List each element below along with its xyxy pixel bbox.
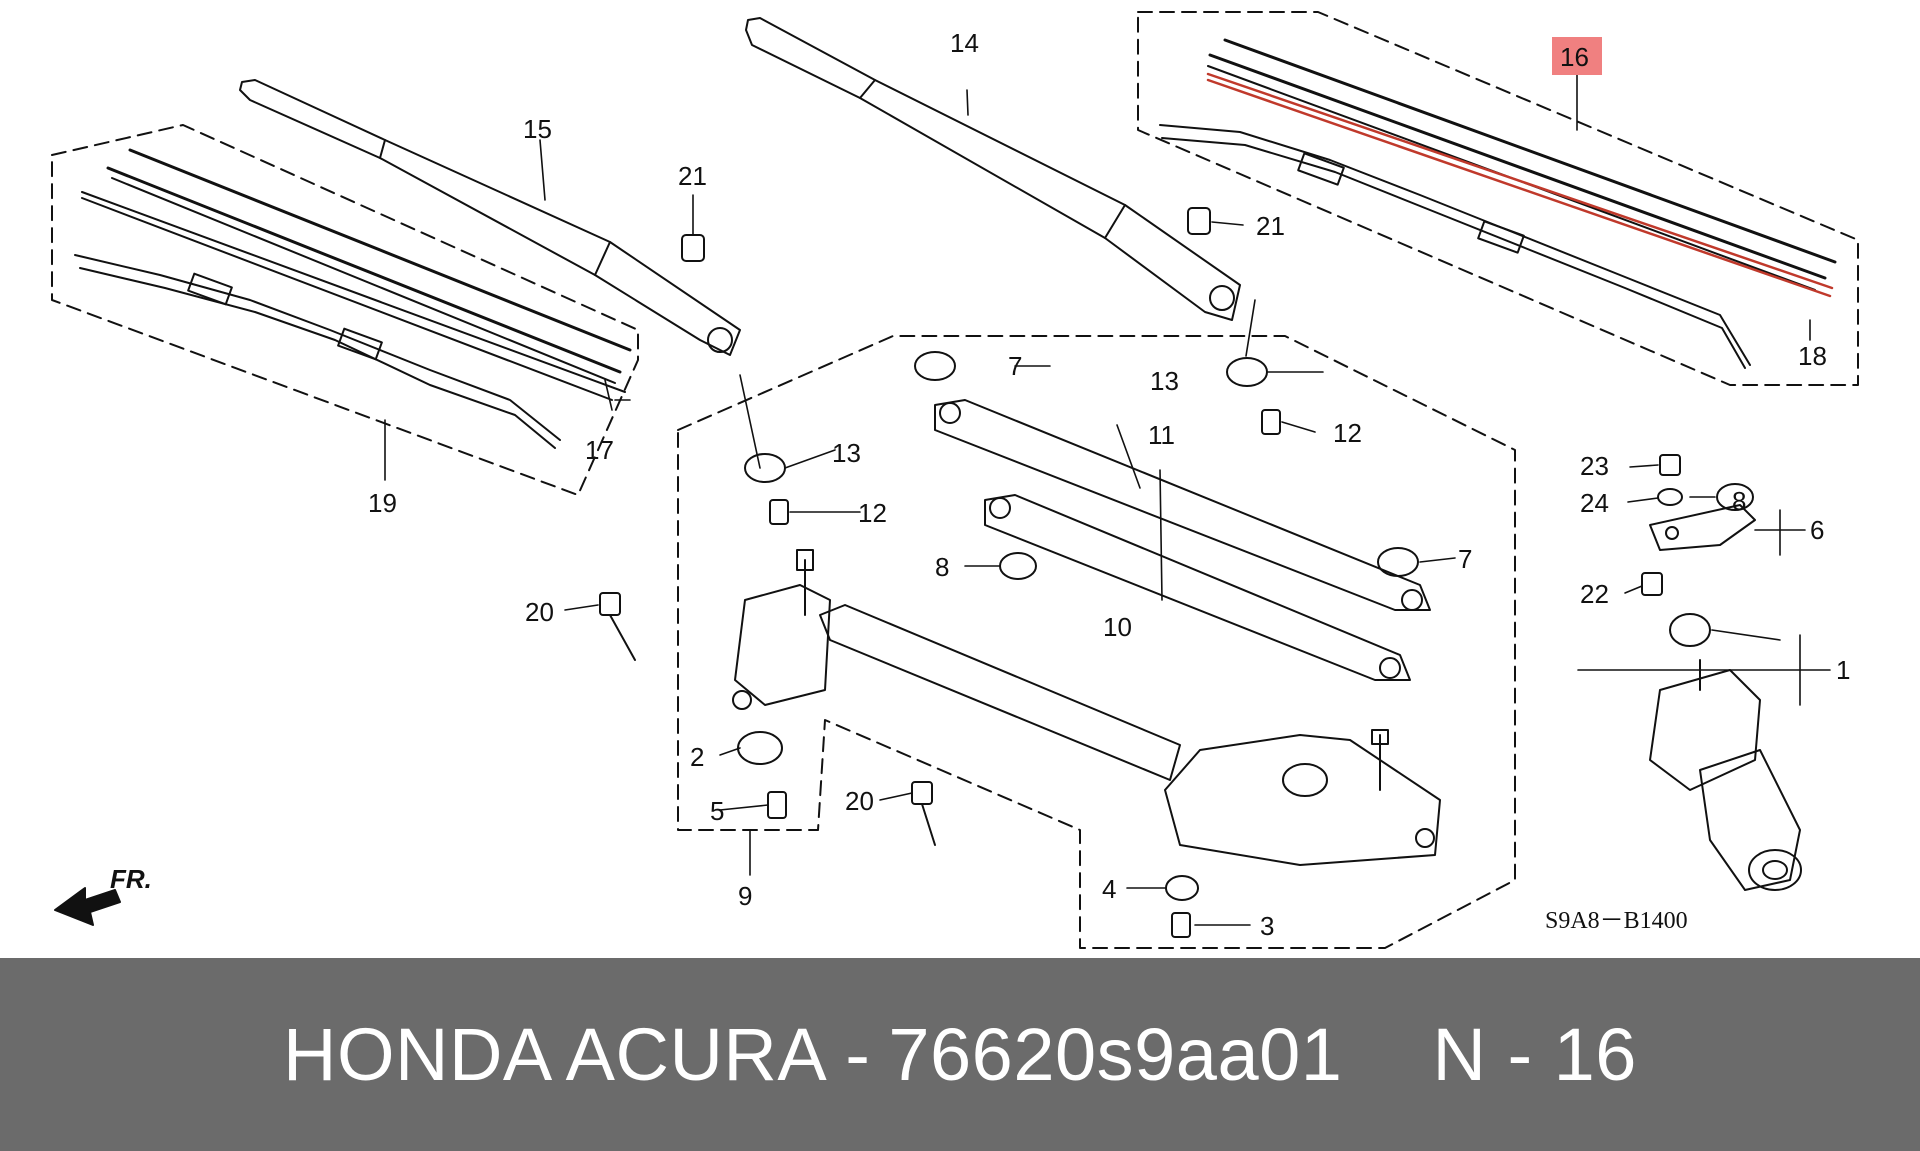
left-wiper-blade [74, 148, 632, 449]
part-label-20-center[interactable]: 20 [845, 786, 874, 816]
front-direction-label: FR. [110, 864, 152, 894]
bushing-8-left [999, 552, 1037, 580]
part-label-12-left[interactable]: 12 [858, 498, 887, 528]
cap-nut-21-left [681, 234, 705, 262]
footer-position-label: N - 16 [1432, 1013, 1637, 1096]
callout-labels: 1 2 3 4 5 6 7 7 8 8 9 10 11 12 12 13 13 … [368, 28, 1850, 941]
part-label-4[interactable]: 4 [1102, 874, 1116, 904]
part-label-13-right[interactable]: 13 [1150, 366, 1179, 396]
part-label-6[interactable]: 6 [1810, 515, 1824, 545]
left-wiper-arm [239, 79, 741, 356]
hardware-parts [599, 207, 1754, 938]
main-linkage-assembly [732, 549, 1441, 866]
diagram-code: S9A8－B1400 [1545, 908, 1688, 934]
footer-brand: HONDA ACURA [283, 1013, 828, 1096]
part-label-21-left[interactable]: 21 [678, 161, 707, 191]
bushing-7-right [1377, 547, 1419, 577]
collar-3 [1171, 912, 1191, 938]
collar-5 [767, 791, 787, 819]
part-label-19[interactable]: 19 [368, 488, 397, 518]
part-label-14[interactable]: 14 [950, 28, 979, 58]
leader-lines [384, 69, 1831, 926]
part-label-22[interactable]: 22 [1580, 579, 1609, 609]
part-label-16[interactable]: 16 [1560, 42, 1589, 72]
bushing-8-right [1716, 483, 1754, 511]
right-blade-refill[interactable] [1206, 72, 1834, 298]
bushing-4 [1165, 875, 1199, 901]
part-label-7-top[interactable]: 7 [1008, 351, 1022, 381]
center-wiper-arm [745, 17, 1241, 321]
left-blade-refill [81, 191, 626, 401]
front-arrow-icon [54, 887, 121, 926]
part-label-24[interactable]: 24 [1580, 488, 1609, 518]
part-label-21-right[interactable]: 21 [1256, 211, 1285, 241]
collar-12-left [769, 499, 789, 525]
part-label-5[interactable]: 5 [710, 796, 724, 826]
linkage-rod-10 [984, 494, 1411, 681]
left-blade-group-box [51, 124, 639, 496]
bolt-20-left [599, 592, 621, 616]
highlighted-part-marker [1552, 37, 1602, 75]
part-label-1[interactable]: 1 [1836, 655, 1850, 685]
bushing-13-left [744, 453, 786, 483]
linkage-group-box [677, 335, 1516, 949]
part-label-10[interactable]: 10 [1103, 612, 1132, 642]
part-label-8-left[interactable]: 8 [935, 552, 949, 582]
part-label-7-right[interactable]: 7 [1458, 544, 1472, 574]
right-wiper-blade [1159, 38, 1837, 369]
linkage-rod-11 [934, 399, 1431, 611]
collar-12-right [1261, 409, 1281, 435]
part-label-3[interactable]: 3 [1260, 911, 1274, 941]
bushing-13-right [1226, 357, 1268, 387]
footer-part-number: 76620s9aa01 [888, 1013, 1343, 1096]
bushing-1 [1669, 613, 1711, 647]
wiper-parts-diagram: 1 2 3 4 5 6 7 7 8 8 9 10 11 12 12 13 13 … [51, 11, 1859, 949]
nut-23 [1659, 454, 1681, 476]
part-label-9[interactable]: 9 [738, 881, 752, 911]
part-label-18[interactable]: 18 [1798, 341, 1827, 371]
part-label-23[interactable]: 23 [1580, 451, 1609, 481]
part-label-11[interactable]: 11 [1148, 420, 1175, 450]
bushing-2 [737, 731, 783, 765]
cap-nut-21-right [1187, 207, 1211, 235]
part-label-13-left[interactable]: 13 [832, 438, 861, 468]
footer-separator: - [845, 1013, 871, 1096]
part-label-15[interactable]: 15 [523, 114, 552, 144]
washer-24 [1657, 488, 1683, 506]
bolt-22 [1641, 572, 1663, 596]
bolt-20-center [911, 781, 933, 805]
part-label-12-right[interactable]: 12 [1333, 418, 1362, 448]
bushing-7-top [914, 351, 956, 381]
part-label-2[interactable]: 2 [690, 742, 704, 772]
footer-banner: HONDA ACURA - 76620s9aa01 N - 16 [0, 958, 1920, 1151]
part-label-17[interactable]: 17 [585, 435, 614, 465]
part-label-8-right[interactable]: 8 [1732, 486, 1746, 516]
part-label-20-left[interactable]: 20 [525, 597, 554, 627]
wiper-motor [1649, 659, 1802, 891]
right-blade-group-box [1137, 11, 1859, 386]
